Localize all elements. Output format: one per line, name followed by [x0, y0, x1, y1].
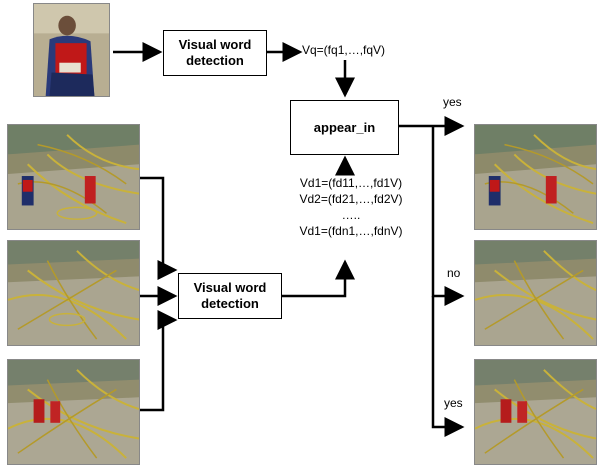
output-label-3: yes	[444, 396, 463, 410]
db-vector-1: Vd1=(fd11,…,fd1V)	[299, 176, 403, 190]
db-vector-ellipsis: …..	[341, 208, 361, 222]
db-vector-2: Vd2=(fd21,…,fd2V)	[299, 192, 403, 206]
query-image	[33, 3, 110, 97]
database-vector-list: Vd1=(fd11,…,fd1V) Vd2=(fd21,…,fd2V) ….. …	[289, 175, 413, 239]
line-frame1-to-detection	[140, 176, 178, 280]
result-frame-3	[474, 359, 597, 465]
database-detection-box: Visual word detection	[178, 273, 282, 319]
database-frame-1	[7, 124, 140, 230]
result-frame-1	[474, 124, 597, 230]
db-vector-n: Vd1=(fdn1,…,fdnV)	[299, 224, 403, 238]
line-detection-to-vd	[282, 259, 355, 298]
output-label-2: no	[447, 266, 461, 280]
result-frame-2	[474, 240, 597, 346]
query-detection-box: Visual word detection	[163, 30, 267, 76]
line-frame3-to-detection	[140, 310, 178, 412]
database-frame-2	[7, 240, 140, 346]
database-frame-3	[7, 359, 140, 465]
arrow-output-3	[431, 296, 465, 437]
output-label-1: yes	[443, 95, 462, 109]
query-vector: Vq=(fq1,…,fqV)	[302, 43, 386, 57]
appear-in-box: appear_in	[290, 100, 399, 155]
